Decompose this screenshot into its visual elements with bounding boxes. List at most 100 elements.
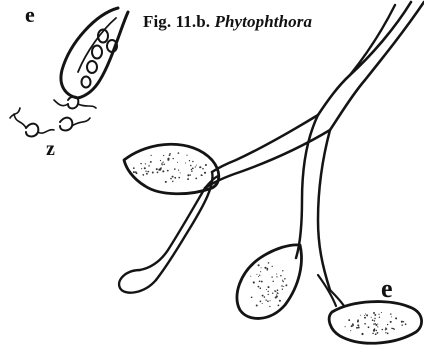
cytoplasm-speckle	[350, 330, 351, 331]
cytoplasm-speckle	[192, 161, 194, 163]
cytoplasm-speckle	[163, 164, 165, 166]
cytoplasm-speckle	[264, 296, 266, 298]
cytoplasm-speckle	[277, 289, 279, 291]
sporangium-lower-right	[329, 302, 421, 344]
cytoplasm-speckle	[387, 333, 389, 335]
cytoplasm-speckle	[357, 324, 359, 326]
cytoplasm-speckle	[364, 315, 365, 316]
cytoplasm-speckle	[378, 314, 379, 315]
cytoplasm-speckle	[258, 276, 259, 277]
cytoplasm-speckle	[345, 326, 346, 327]
cytoplasm-speckle	[401, 324, 403, 326]
cytoplasm-speckle	[202, 168, 204, 170]
cytoplasm-speckle	[405, 323, 407, 325]
cytoplasm-speckle	[392, 328, 393, 329]
cytoplasm-speckle	[284, 278, 286, 280]
cytoplasm-speckle	[172, 176, 174, 178]
hypha-left-branch	[119, 115, 330, 293]
cytoplasm-speckle	[390, 321, 392, 323]
cytoplasm-speckle	[360, 315, 361, 316]
cytoplasm-speckle	[382, 329, 384, 331]
cytoplasm-speckle	[267, 300, 269, 302]
cytoplasm-speckle	[260, 267, 261, 268]
cytoplasm-speckle	[150, 155, 151, 156]
cytoplasm-speckle	[174, 177, 176, 179]
cytoplasm-speckle	[201, 175, 202, 176]
label-zoospore: z	[46, 138, 55, 161]
cytoplasm-speckle	[167, 170, 169, 172]
cytoplasm-speckle	[276, 273, 277, 274]
cytoplasm-speckle	[178, 152, 180, 154]
sporangium-middle	[237, 245, 302, 319]
cytoplasm-speckle	[385, 332, 386, 333]
cytoplasm-speckle	[268, 294, 269, 295]
cytoplasm-speckle	[272, 266, 273, 267]
cytoplasm-speckle	[374, 328, 375, 329]
cytoplasm-speckle	[272, 293, 273, 294]
cytoplasm-speckle	[261, 281, 263, 283]
cytoplasm-speckle	[159, 169, 161, 171]
cytoplasm-speckle	[140, 163, 141, 164]
cytoplasm-speckle	[403, 321, 404, 322]
cytoplasm-speckle	[160, 160, 161, 161]
cytoplasm-speckle	[172, 181, 173, 182]
cytoplasm-speckle	[167, 158, 169, 160]
cytoplasm-speckle	[373, 312, 375, 314]
cytoplasm-speckle	[379, 317, 380, 318]
free-zoospores	[10, 97, 96, 137]
cytoplasm-speckle	[275, 296, 277, 298]
cytoplasm-speckle	[191, 169, 192, 170]
figure-caption: Fig. 11.b. Phytophthora	[143, 12, 312, 32]
cytoplasm-speckle	[146, 173, 148, 175]
caption-prefix: Fig. 11.b.	[143, 12, 210, 31]
cytoplasm-speckle	[395, 317, 397, 319]
cytoplasm-speckle	[267, 291, 268, 292]
cytoplasm-speckle	[145, 171, 146, 172]
cytoplasm-speckle	[169, 153, 171, 155]
cytoplasm-speckle	[278, 293, 279, 294]
cytoplasm-speckle	[177, 162, 178, 163]
cytoplasm-speckle	[375, 333, 377, 335]
cytoplasm-speckle	[174, 168, 176, 170]
cytoplasm-speckle	[150, 161, 152, 163]
cytoplasm-speckle	[195, 166, 196, 167]
cytoplasm-speckle	[265, 299, 266, 300]
cytoplasm-speckle	[377, 332, 379, 334]
cytoplasm-speckle	[204, 172, 206, 174]
cytoplasm-speckle	[195, 178, 197, 180]
cytoplasm-speckle	[187, 178, 189, 180]
cytoplasm-speckle	[278, 305, 280, 307]
sporangium-upper-left	[124, 144, 219, 194]
cytoplasm-speckle	[256, 305, 258, 307]
cytoplasm-speckle	[262, 295, 264, 297]
cytoplasm-speckle	[387, 324, 388, 325]
cytoplasm-speckle	[162, 170, 164, 172]
cytoplasm-speckle	[373, 323, 375, 325]
cytoplasm-speckle	[133, 171, 135, 173]
cytoplasm-speckle	[267, 268, 269, 270]
cytoplasm-speckle	[372, 333, 374, 335]
label-sporangium-bottom: e	[381, 274, 393, 304]
cytoplasm-speckle	[152, 172, 154, 174]
cytoplasm-speckle	[178, 177, 180, 179]
cytoplasm-speckle	[142, 174, 144, 176]
cytoplasm-speckle	[266, 289, 267, 290]
cytoplasm-speckle	[200, 167, 201, 168]
cytoplasm-speckle	[381, 312, 382, 313]
cytoplasm-speckle	[271, 276, 272, 277]
cytoplasm-speckle	[258, 264, 260, 266]
cytoplasm-speckle	[391, 316, 392, 317]
cytoplasm-speckle	[377, 326, 378, 327]
cytoplasm-speckle	[394, 329, 395, 330]
cytoplasm-speckle	[375, 323, 376, 324]
cytoplasm-speckle	[172, 158, 173, 159]
cytoplasm-speckle	[368, 326, 370, 328]
cytoplasm-speckle	[187, 174, 189, 176]
cytoplasm-speckle	[268, 286, 270, 288]
cytoplasm-speckle	[156, 168, 158, 170]
cytoplasm-speckle	[259, 275, 260, 276]
cytoplasm-speckle	[260, 287, 262, 289]
cytoplasm-speckle	[366, 314, 368, 316]
cytoplasm-speckle	[282, 280, 283, 281]
